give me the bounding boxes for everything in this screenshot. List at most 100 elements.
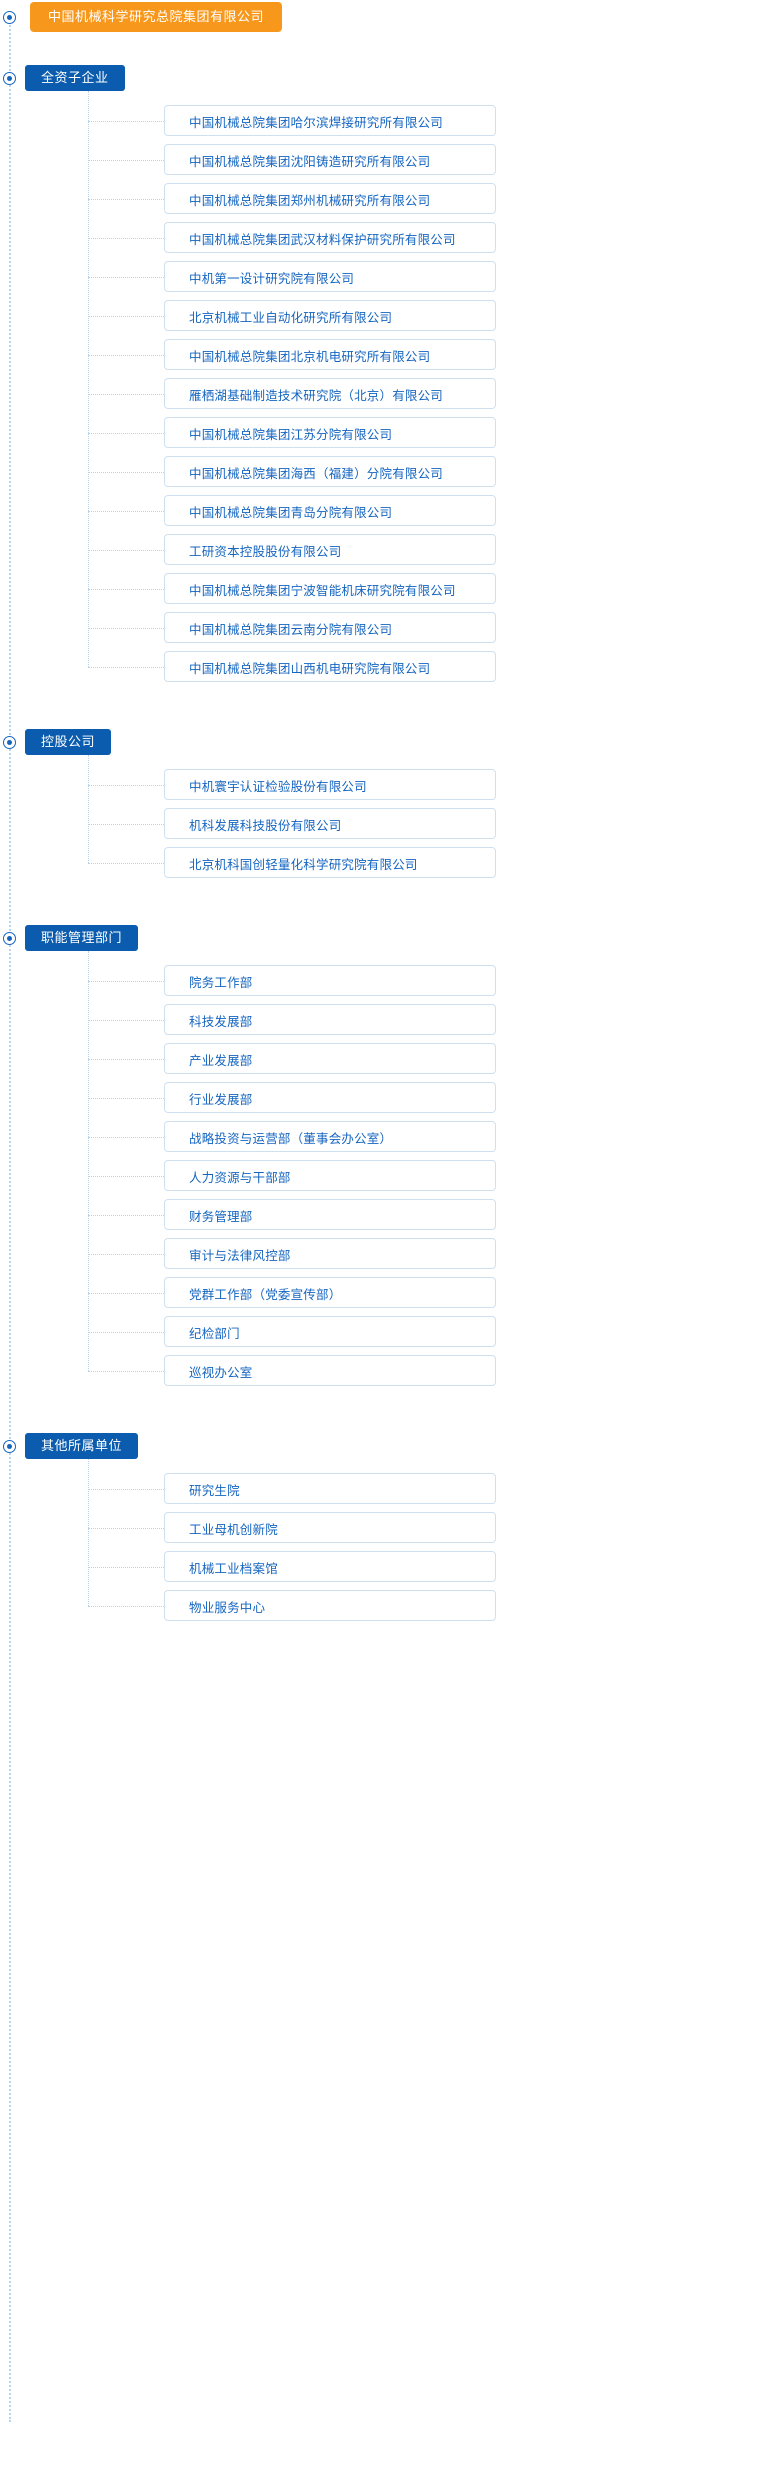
list-item[interactable]: 机科发展科技股份有限公司	[88, 808, 496, 839]
list-item[interactable]: 科技发展部	[88, 1004, 496, 1035]
leaf-box[interactable]: 机科发展科技股份有限公司	[164, 808, 496, 839]
leaf-label: 纪检部门	[189, 1327, 240, 1341]
leaf-connector-line	[88, 588, 164, 590]
leaf-box[interactable]: 中国机械总院集团云南分院有限公司	[164, 612, 496, 643]
leaf-box[interactable]: 中国机械总院集团江苏分院有限公司	[164, 417, 496, 448]
list-item[interactable]: 中国机械总院集团沈阳铸造研究所有限公司	[88, 144, 496, 175]
leaf-box[interactable]: 北京机科国创轻量化科学研究院有限公司	[164, 847, 496, 878]
leaf-connector-line	[88, 1527, 164, 1529]
category-node-2[interactable]: 控股公司	[25, 729, 112, 755]
leaf-label: 中国机械总院集团云南分院有限公司	[189, 623, 393, 637]
spine-node-marker	[3, 735, 16, 749]
category-node-1[interactable]: 全资子企业	[25, 65, 125, 91]
list-item[interactable]: 研究生院	[88, 1473, 496, 1504]
leaf-box[interactable]: 中国机械总院集团海西（福建）分院有限公司	[164, 456, 496, 487]
leaf-box[interactable]: 工业母机创新院	[164, 1512, 496, 1543]
list-item[interactable]: 北京机科国创轻量化科学研究院有限公司	[88, 847, 496, 878]
list-item[interactable]: 纪检部门	[88, 1316, 496, 1347]
leaf-label: 中国机械总院集团青岛分院有限公司	[189, 506, 393, 520]
list-item[interactable]: 中国机械总院集团北京机电研究所有限公司	[88, 339, 496, 370]
leaf-box[interactable]: 党群工作部（党委宣传部）	[164, 1277, 496, 1308]
leaf-label: 党群工作部（党委宣传部）	[189, 1288, 342, 1302]
leaf-box[interactable]: 中国机械总院集团沈阳铸造研究所有限公司	[164, 144, 496, 175]
leaf-box[interactable]: 人力资源与干部部	[164, 1160, 496, 1191]
list-item[interactable]: 审计与法律风控部	[88, 1238, 496, 1269]
list-item[interactable]: 党群工作部（党委宣传部）	[88, 1277, 496, 1308]
leaf-connector-line	[88, 1058, 164, 1060]
leaf-box[interactable]: 工研资本控股股份有限公司	[164, 534, 496, 565]
list-item[interactable]: 中国机械总院集团郑州机械研究所有限公司	[88, 183, 496, 214]
list-item[interactable]: 北京机械工业自动化研究所有限公司	[88, 300, 496, 331]
leaf-box[interactable]: 产业发展部	[164, 1043, 496, 1074]
leaf-connector-line	[88, 198, 164, 200]
leaf-label: 院务工作部	[189, 976, 253, 990]
leaf-box[interactable]: 机械工业档案馆	[164, 1551, 496, 1582]
spine-node-marker	[3, 931, 16, 945]
leaf-connector-line	[88, 862, 164, 864]
leaf-box[interactable]: 中国机械总院集团山西机电研究院有限公司	[164, 651, 496, 682]
list-item[interactable]: 人力资源与干部部	[88, 1160, 496, 1191]
leaf-connector-line	[88, 237, 164, 239]
leaf-box[interactable]: 纪检部门	[164, 1316, 496, 1347]
leaf-box[interactable]: 研究生院	[164, 1473, 496, 1504]
leaf-box[interactable]: 巡视办公室	[164, 1355, 496, 1386]
leaf-box[interactable]: 中机寰宇认证检验股份有限公司	[164, 769, 496, 800]
list-item[interactable]: 中国机械总院集团宁波智能机床研究院有限公司	[88, 573, 496, 604]
leaf-box[interactable]: 中国机械总院集团青岛分院有限公司	[164, 495, 496, 526]
leaf-label: 科技发展部	[189, 1015, 253, 1029]
list-item[interactable]: 巡视办公室	[88, 1355, 496, 1386]
list-item[interactable]: 院务工作部	[88, 965, 496, 996]
leaf-label: 中国机械总院集团哈尔滨焊接研究所有限公司	[189, 116, 444, 130]
leaf-label: 中国机械总院集团北京机电研究所有限公司	[189, 350, 431, 364]
list-item[interactable]: 机械工业档案馆	[88, 1551, 496, 1582]
leaf-box[interactable]: 财务管理部	[164, 1199, 496, 1230]
section-branch-line	[88, 951, 89, 1371]
list-item[interactable]: 雁栖湖基础制造技术研究院（北京）有限公司	[88, 378, 496, 409]
list-item[interactable]: 中机第一设计研究院有限公司	[88, 261, 496, 292]
leaf-connector-line	[88, 549, 164, 551]
leaf-box[interactable]: 雁栖湖基础制造技术研究院（北京）有限公司	[164, 378, 496, 409]
leaf-connector-line	[88, 1175, 164, 1177]
leaf-box[interactable]: 中国机械总院集团宁波智能机床研究院有限公司	[164, 573, 496, 604]
leaf-label: 中国机械总院集团郑州机械研究所有限公司	[189, 194, 431, 208]
main-connector-spine	[9, 22, 11, 2422]
leaf-box[interactable]: 战略投资与运营部（董事会办公室）	[164, 1121, 496, 1152]
list-item[interactable]: 中国机械总院集团海西（福建）分院有限公司	[88, 456, 496, 487]
list-item[interactable]: 行业发展部	[88, 1082, 496, 1113]
leaf-box[interactable]: 院务工作部	[164, 965, 496, 996]
list-item[interactable]: 中国机械总院集团哈尔滨焊接研究所有限公司	[88, 105, 496, 136]
root-node[interactable]: 中国机械科学研究总院集团有限公司	[30, 2, 283, 32]
leaf-box[interactable]: 科技发展部	[164, 1004, 496, 1035]
leaf-box[interactable]: 中机第一设计研究院有限公司	[164, 261, 496, 292]
leaf-connector-line	[88, 980, 164, 982]
list-item[interactable]: 中国机械总院集团武汉材料保护研究所有限公司	[88, 222, 496, 253]
leaf-label: 人力资源与干部部	[189, 1171, 291, 1185]
leaf-box[interactable]: 审计与法律风控部	[164, 1238, 496, 1269]
category-node-4[interactable]: 其他所属单位	[25, 1433, 139, 1459]
list-item[interactable]: 产业发展部	[88, 1043, 496, 1074]
leaf-box[interactable]: 中国机械总院集团哈尔滨焊接研究所有限公司	[164, 105, 496, 136]
list-item[interactable]: 中国机械总院集团山西机电研究院有限公司	[88, 651, 496, 682]
list-item[interactable]: 工业母机创新院	[88, 1512, 496, 1543]
list-item[interactable]: 物业服务中心	[88, 1590, 496, 1621]
list-item[interactable]: 战略投资与运营部（董事会办公室）	[88, 1121, 496, 1152]
leaf-box[interactable]: 行业发展部	[164, 1082, 496, 1113]
leaf-box[interactable]: 物业服务中心	[164, 1590, 496, 1621]
leaf-box[interactable]: 中国机械总院集团郑州机械研究所有限公司	[164, 183, 496, 214]
leaf-label: 中国机械总院集团沈阳铸造研究所有限公司	[189, 155, 431, 169]
list-item[interactable]: 财务管理部	[88, 1199, 496, 1230]
list-item[interactable]: 中机寰宇认证检验股份有限公司	[88, 769, 496, 800]
list-item[interactable]: 中国机械总院集团云南分院有限公司	[88, 612, 496, 643]
leaf-connector-line	[88, 784, 164, 786]
list-item[interactable]: 中国机械总院集团江苏分院有限公司	[88, 417, 496, 448]
list-item[interactable]: 工研资本控股股份有限公司	[88, 534, 496, 565]
list-item[interactable]: 中国机械总院集团青岛分院有限公司	[88, 495, 496, 526]
category-node-3[interactable]: 职能管理部门	[25, 925, 139, 951]
leaf-box[interactable]: 中国机械总院集团北京机电研究所有限公司	[164, 339, 496, 370]
leaf-box[interactable]: 中国机械总院集团武汉材料保护研究所有限公司	[164, 222, 496, 253]
leaf-label: 工研资本控股股份有限公司	[189, 545, 342, 559]
section-branch-line	[88, 1459, 89, 1606]
leaf-connector-line	[88, 276, 164, 278]
leaf-box[interactable]: 北京机械工业自动化研究所有限公司	[164, 300, 496, 331]
leaf-label: 中国机械总院集团江苏分院有限公司	[189, 428, 393, 442]
